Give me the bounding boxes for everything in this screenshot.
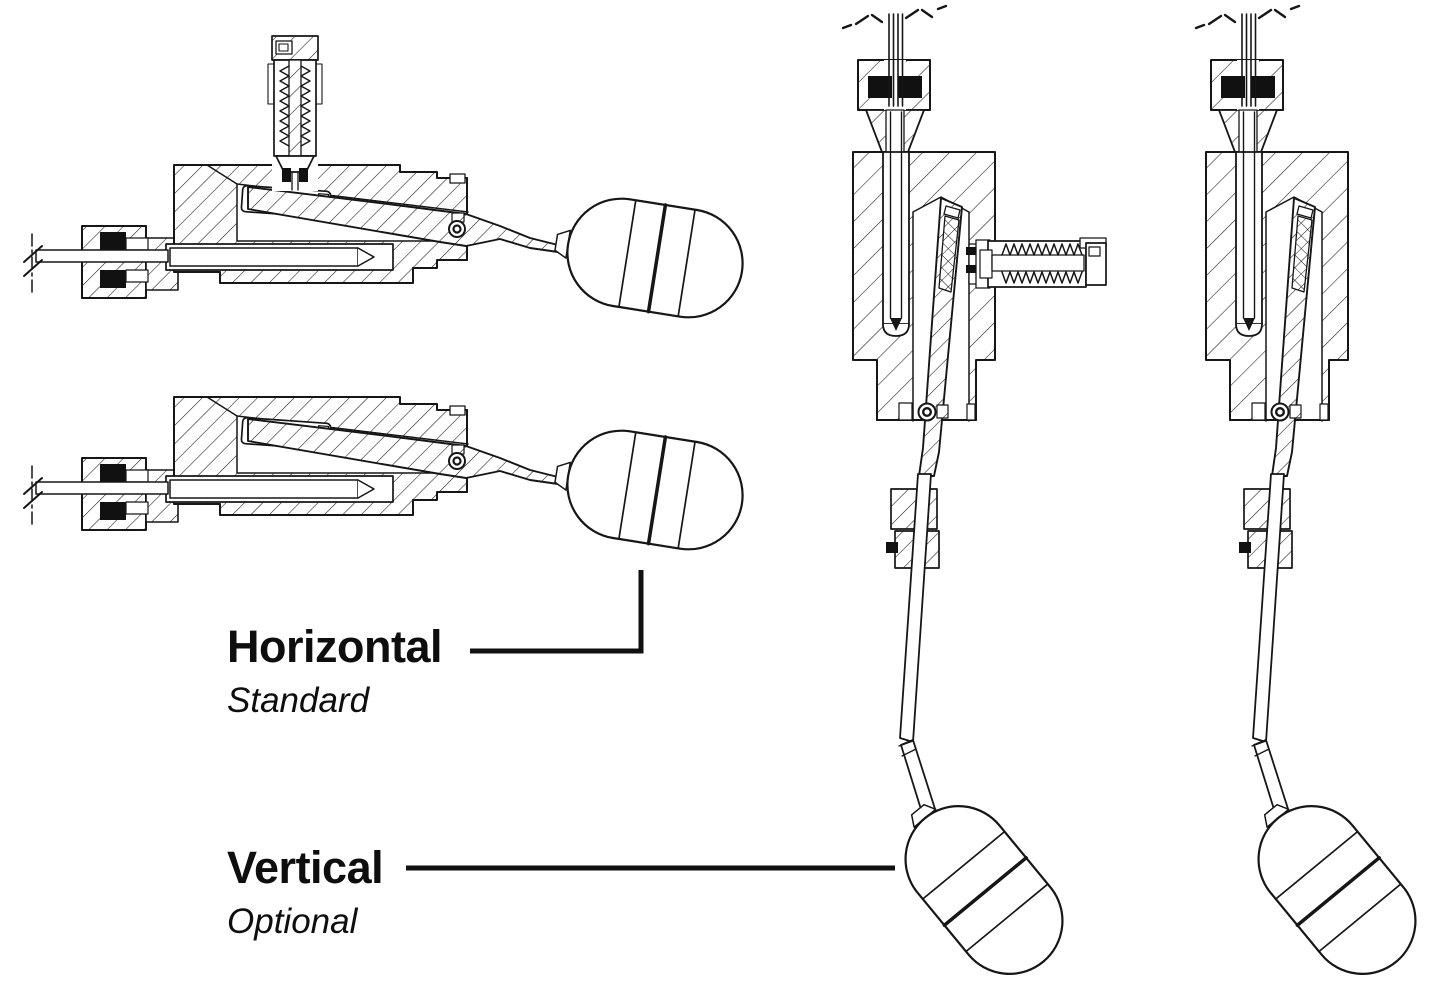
cartridge-spring bbox=[300, 65, 311, 147]
horizontal-label: Horizontal Standard bbox=[227, 621, 443, 720]
vertical-label-title: Vertical bbox=[227, 842, 384, 893]
pilot-cartridge-vertical bbox=[267, 35, 323, 191]
seal-ring bbox=[299, 168, 308, 182]
horizontal-label-title: Horizontal bbox=[227, 621, 443, 672]
side-cartridge-horizontal bbox=[966, 237, 1107, 289]
horizontal-valve-cutaway-upper bbox=[22, 163, 753, 327]
cartridge-spring bbox=[1001, 243, 1083, 256]
horizontal-valve-cutaway-lower bbox=[22, 395, 753, 559]
vertical-label-subtitle: Optional bbox=[227, 902, 358, 941]
vertical-label: Vertical Optional bbox=[227, 842, 384, 941]
vertical-valve-cutaway-left bbox=[841, 4, 1086, 998]
horizontal-label-leader-line bbox=[470, 570, 644, 654]
horizontal-label-subtitle: Standard bbox=[227, 681, 370, 720]
cartridge-spring bbox=[1001, 271, 1083, 284]
seal-ring bbox=[966, 247, 976, 255]
seal-ring bbox=[966, 265, 976, 273]
vertical-valve-cutaway-right bbox=[1194, 4, 1439, 998]
seal-ring bbox=[282, 168, 291, 182]
cartridge-spring bbox=[279, 65, 290, 147]
